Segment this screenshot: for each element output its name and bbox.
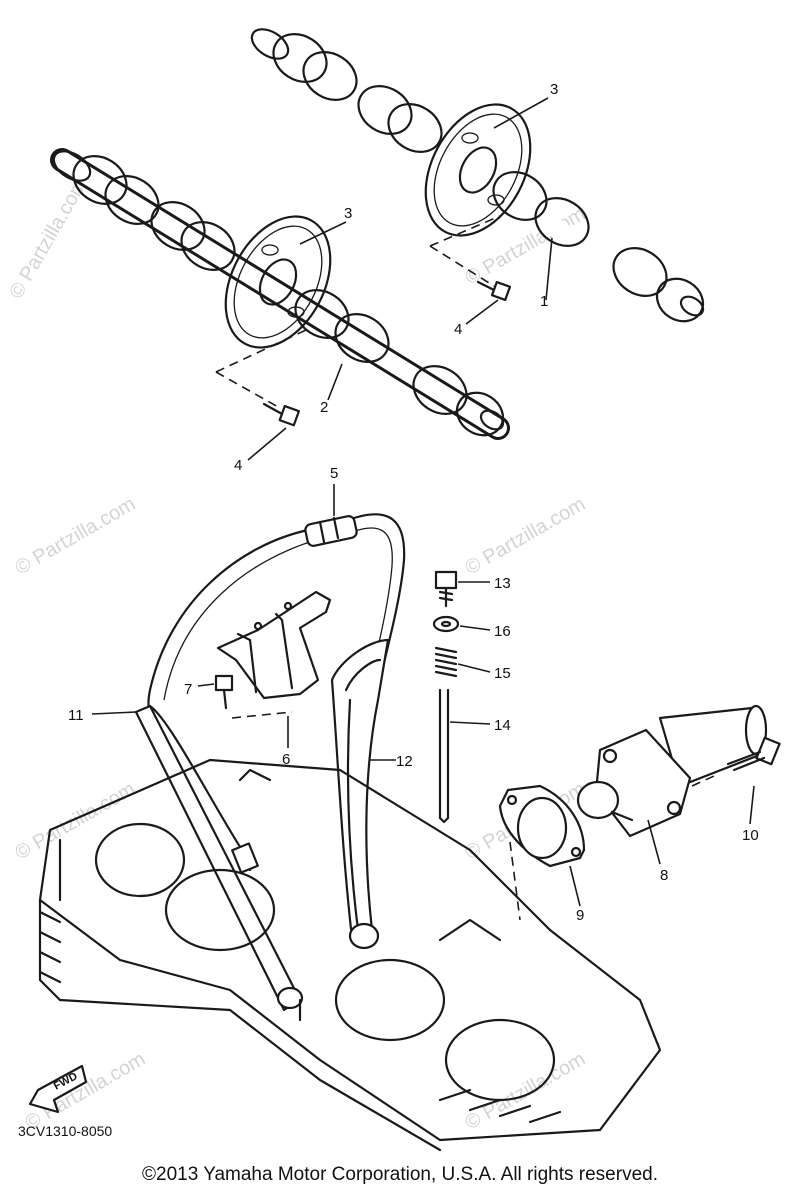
parts-diagram: © Partzilla.com © Partzilla.com © Partzi… [5, 27, 781, 1152]
callout-3-upper: 3 [550, 81, 558, 98]
watermark: © Partzilla.com [462, 493, 590, 579]
callout-10: 10 [742, 827, 759, 844]
leader-lines [91, 97, 755, 907]
callout-labels: 1 2 3 3 4 4 5 6 7 8 9 10 11 12 13 14 15 … [68, 81, 759, 924]
cylinder-head [38, 758, 662, 1152]
camshaft-1 [249, 27, 705, 325]
callout-12: 12 [396, 753, 413, 770]
callout-15: 15 [494, 665, 511, 682]
callout-9: 9 [576, 907, 584, 924]
chain-links [304, 515, 358, 547]
chain-guide-12 [330, 638, 390, 950]
sprocket-bolt-lower [262, 402, 301, 427]
bolt-13 [434, 570, 458, 608]
callout-1: 1 [540, 293, 548, 310]
callout-7: 7 [184, 681, 192, 698]
cam-sprocket-lower [224, 215, 332, 349]
callout-3-lower: 3 [344, 205, 352, 222]
copyright-notice: ©2013 Yamaha Motor Corporation, U.S.A. A… [142, 1164, 658, 1185]
fins [38, 910, 562, 1124]
callout-4-lower: 4 [234, 457, 242, 474]
callout-14: 14 [494, 717, 511, 734]
rod-14 [438, 688, 450, 824]
cam-sprocket-upper [424, 103, 532, 237]
fwd-arrow-icon [28, 1064, 88, 1114]
watermark: © Partzilla.com [12, 778, 140, 864]
alignment-lines [215, 215, 501, 409]
spring-15 [434, 646, 458, 678]
guide-bolt [214, 674, 234, 710]
tensioner-bolt-10 [726, 736, 781, 772]
callout-5: 5 [330, 465, 338, 482]
callout-13: 13 [494, 575, 511, 592]
chain-guide-top [216, 590, 332, 700]
camshaft-2 [50, 148, 510, 440]
watermark: © Partzilla.com [12, 493, 140, 579]
callout-8: 8 [660, 867, 668, 884]
callout-4-upper: 4 [454, 321, 462, 338]
watermark: © Partzilla.com [5, 175, 91, 303]
callout-6: 6 [282, 751, 290, 768]
callout-11: 11 [68, 707, 84, 724]
callout-16: 16 [494, 623, 511, 640]
washer-16 [432, 615, 460, 633]
callout-2: 2 [320, 399, 328, 416]
gasket-9 [498, 784, 586, 868]
watermark: © Partzilla.com [462, 1048, 590, 1134]
chain-guide-11 [134, 704, 304, 1012]
cam-chain-tensioner [576, 704, 768, 838]
sprocket-bolt-upper [476, 280, 512, 302]
diagram-code: 3CV1310-8050 [18, 1123, 112, 1139]
